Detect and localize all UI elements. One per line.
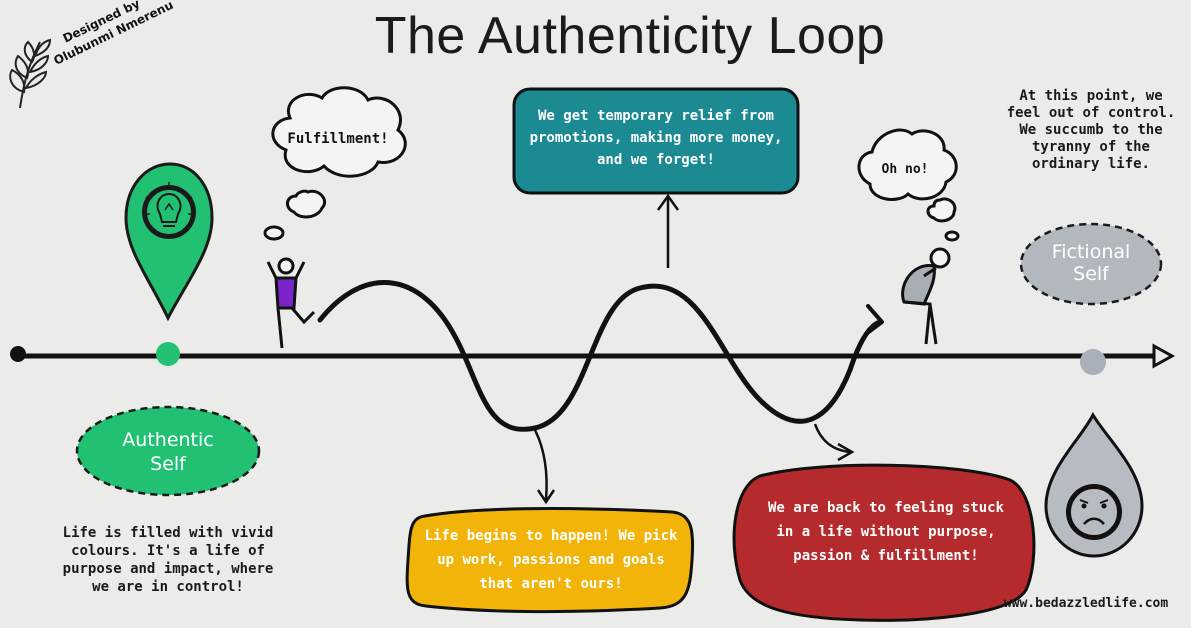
teal-box-bg (512, 87, 800, 195)
oh-no-thought-cloud (857, 128, 960, 242)
arrow-to-red-box (813, 423, 855, 462)
fulfillment-thought-cloud (263, 86, 407, 241)
fictional-self-label: Fictional Self (1031, 241, 1151, 285)
authentic-self-description: Life is filled with vivid colours. It's … (62, 525, 274, 595)
timeline-start-dot (10, 346, 26, 362)
arrow-to-teal-box (656, 193, 680, 268)
authentic-self-label: Authentic Self (100, 428, 236, 476)
authentic-self-line-1: Authentic (122, 429, 214, 451)
fictional-self-line-1: Fictional (1051, 241, 1131, 263)
happy-person-icon (266, 257, 316, 349)
red-box-bg (732, 463, 1036, 622)
oh-no-text: Oh no! (881, 162, 929, 177)
arrow-to-yellow-box (533, 429, 556, 505)
website-link[interactable]: www.bedazzledlife.com (1003, 596, 1169, 611)
page-title: The Authenticity Loop (374, 7, 886, 65)
life-wave-curve (317, 280, 883, 432)
wave-end-arrowhead (864, 304, 884, 336)
teal-box-text: We get temporary relief from promotions,… (529, 108, 783, 168)
out-of-control-text: At this point, we feel out of control. W… (1006, 88, 1176, 172)
lightbulb-pin-icon (124, 162, 214, 322)
timeline-arrowhead (1152, 343, 1176, 369)
red-box-text: We are back to feeling stuck in a life w… (767, 500, 1004, 564)
yellow-box-text: Life begins to happen! We pick up work, … (424, 528, 678, 592)
authentic-self-dot (156, 342, 180, 366)
fulfillment-text: Fulfillment! (287, 131, 389, 147)
fictional-self-dot (1080, 349, 1106, 375)
fictional-self-line-2: Self (1073, 263, 1109, 285)
yellow-box-bg (405, 507, 695, 614)
sad-drop-icon (1044, 411, 1144, 558)
fictional-self-bubble (1019, 222, 1163, 306)
authentic-self-bubble (75, 405, 261, 497)
leaf-logo-icon (9, 38, 52, 109)
authentic-self-line-2: Self (150, 453, 186, 475)
sad-person-icon (901, 247, 951, 345)
